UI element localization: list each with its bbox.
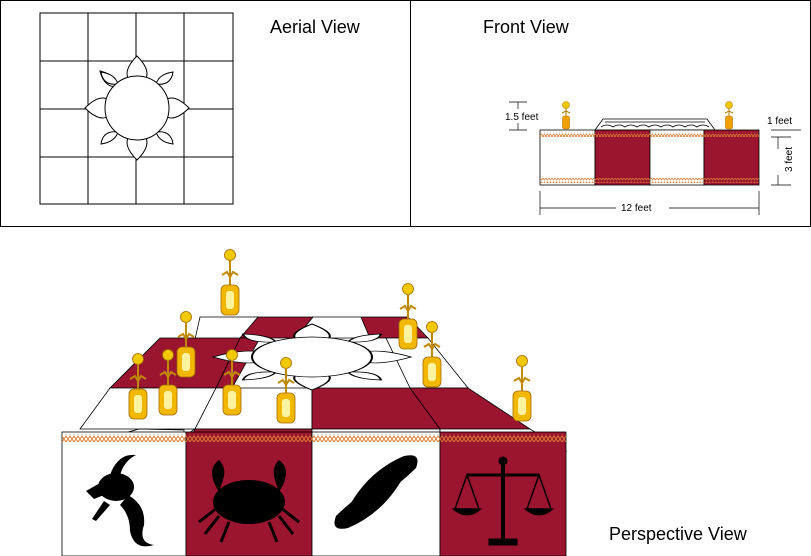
perspective-lotus-icon: [211, 323, 413, 391]
aerial-grid: [39, 12, 234, 205]
aerial-view-drawing: [39, 12, 234, 205]
front-dim-width-label: 12 feet: [621, 203, 652, 214]
front-dim-body-label: 3 feet: [784, 147, 795, 172]
cancer-crab-icon: [198, 460, 300, 543]
aerial-lotus-icon: [84, 55, 190, 161]
front-dim-body: [771, 136, 791, 186]
front-view-title: Front View: [483, 17, 569, 37]
lamp-icon: [398, 282, 418, 350]
front-lamp-right-icon: [724, 101, 734, 130]
lamp-icon: [220, 248, 240, 316]
front-dim-lamp: [509, 101, 527, 131]
pisces-fish-icon: [334, 455, 418, 529]
perspective-view-drawing: [61, 248, 568, 556]
front-dim-lamp-label: 1.5 feet: [505, 112, 539, 123]
front-dim-top-label: 1 feet: [767, 116, 792, 127]
capricorn-sea-goat-icon: [86, 454, 154, 547]
aerial-view-panel: Aerial View: [0, 0, 411, 227]
front-view-panel: 1.5 feet 1 feet 3 feet 12 feet Front Vie…: [410, 0, 811, 227]
front-lid: [594, 118, 716, 131]
lamp-icon: [512, 354, 532, 422]
front-lamp-left-icon: [561, 101, 571, 130]
perspective-view-title: Perspective View: [609, 524, 747, 544]
libra-scales-icon: [451, 456, 555, 546]
front-body: [539, 129, 760, 186]
aerial-view-title: Aerial View: [270, 17, 360, 37]
front-view-drawing: 1.5 feet 1 feet 3 feet 12 feet: [505, 101, 801, 215]
front-dim-width: [539, 191, 760, 215]
